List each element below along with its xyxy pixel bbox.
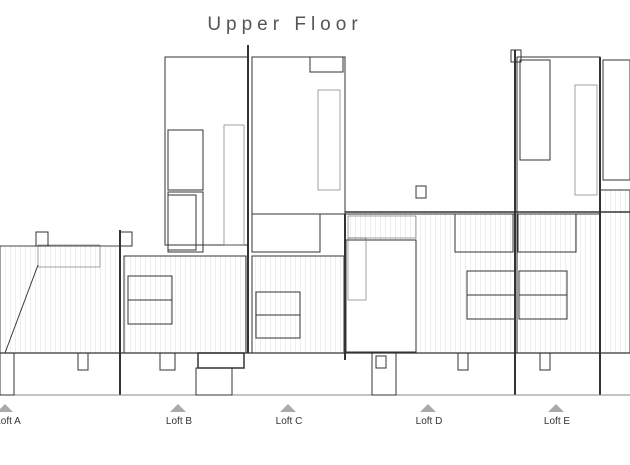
loft-f-floor <box>599 189 630 354</box>
stair-d <box>347 215 417 239</box>
bathroom-b <box>167 194 197 251</box>
bathroom-c <box>251 213 321 253</box>
stair-a <box>37 244 101 268</box>
loft-a-label: Loft A <box>0 416 21 427</box>
loft-c-label: Loft C <box>275 416 303 427</box>
elevation-marker-loft-e <box>548 404 564 412</box>
elevation-marker-loft-c <box>280 404 296 412</box>
elevation-marker-loft-d <box>420 404 436 412</box>
loft-a-floor <box>0 245 121 354</box>
loft-e-tower <box>516 56 601 215</box>
loft-b-label: Loft B <box>165 416 193 427</box>
loft-e-floor <box>516 213 601 354</box>
elevation-marker-loft-b <box>170 404 186 412</box>
loft-b-floor <box>123 255 247 354</box>
stair-b <box>223 124 245 246</box>
elevation-marker-loft-a <box>0 404 13 412</box>
stair-e <box>574 84 598 196</box>
loft-d-void <box>345 239 417 353</box>
loft-b-tower <box>164 56 249 246</box>
loft-e-label: Loft E <box>543 416 571 427</box>
stair-c <box>317 89 341 191</box>
bathroom-d <box>454 213 514 253</box>
loft-c-tower <box>251 56 346 215</box>
loft-d-label: Loft D <box>415 416 443 427</box>
drawing-title: Upper Floor <box>207 14 363 35</box>
bathroom-e <box>517 213 577 253</box>
